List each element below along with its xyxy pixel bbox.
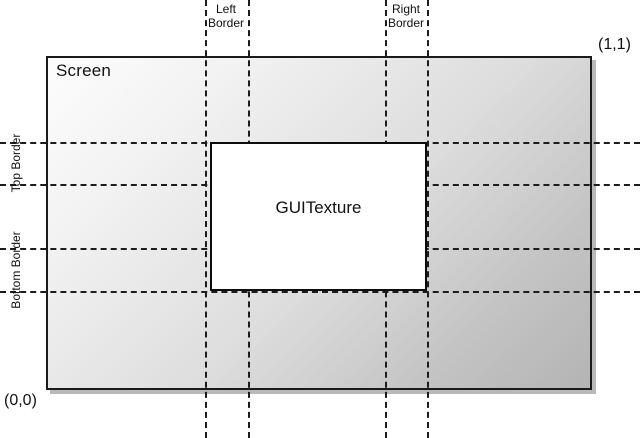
right-border-label-line2: Border	[387, 16, 425, 30]
right-border-label: Right Border	[364, 2, 448, 30]
right-border-label-line1: Right	[391, 2, 420, 16]
guide-vertical-right-outer	[427, 0, 429, 438]
guide-horizontal-bottom-outer	[0, 291, 640, 293]
left-border-label: Left Border	[184, 2, 268, 30]
guide-vertical-left-outer	[205, 0, 207, 438]
screen-label: Screen	[56, 61, 112, 80]
guitexture-rect	[210, 142, 427, 291]
corner-label-bottom-left: (0,0)	[4, 392, 37, 409]
left-border-label-line1: Left	[215, 2, 236, 16]
left-border-label-line2: Border	[207, 16, 245, 30]
bottom-border-label: Bottom Border	[9, 231, 23, 309]
guitexture-label: GUITexture	[275, 198, 362, 217]
corner-label-top-right: (1,1)	[598, 36, 631, 53]
top-border-label: Top Border	[9, 133, 23, 193]
